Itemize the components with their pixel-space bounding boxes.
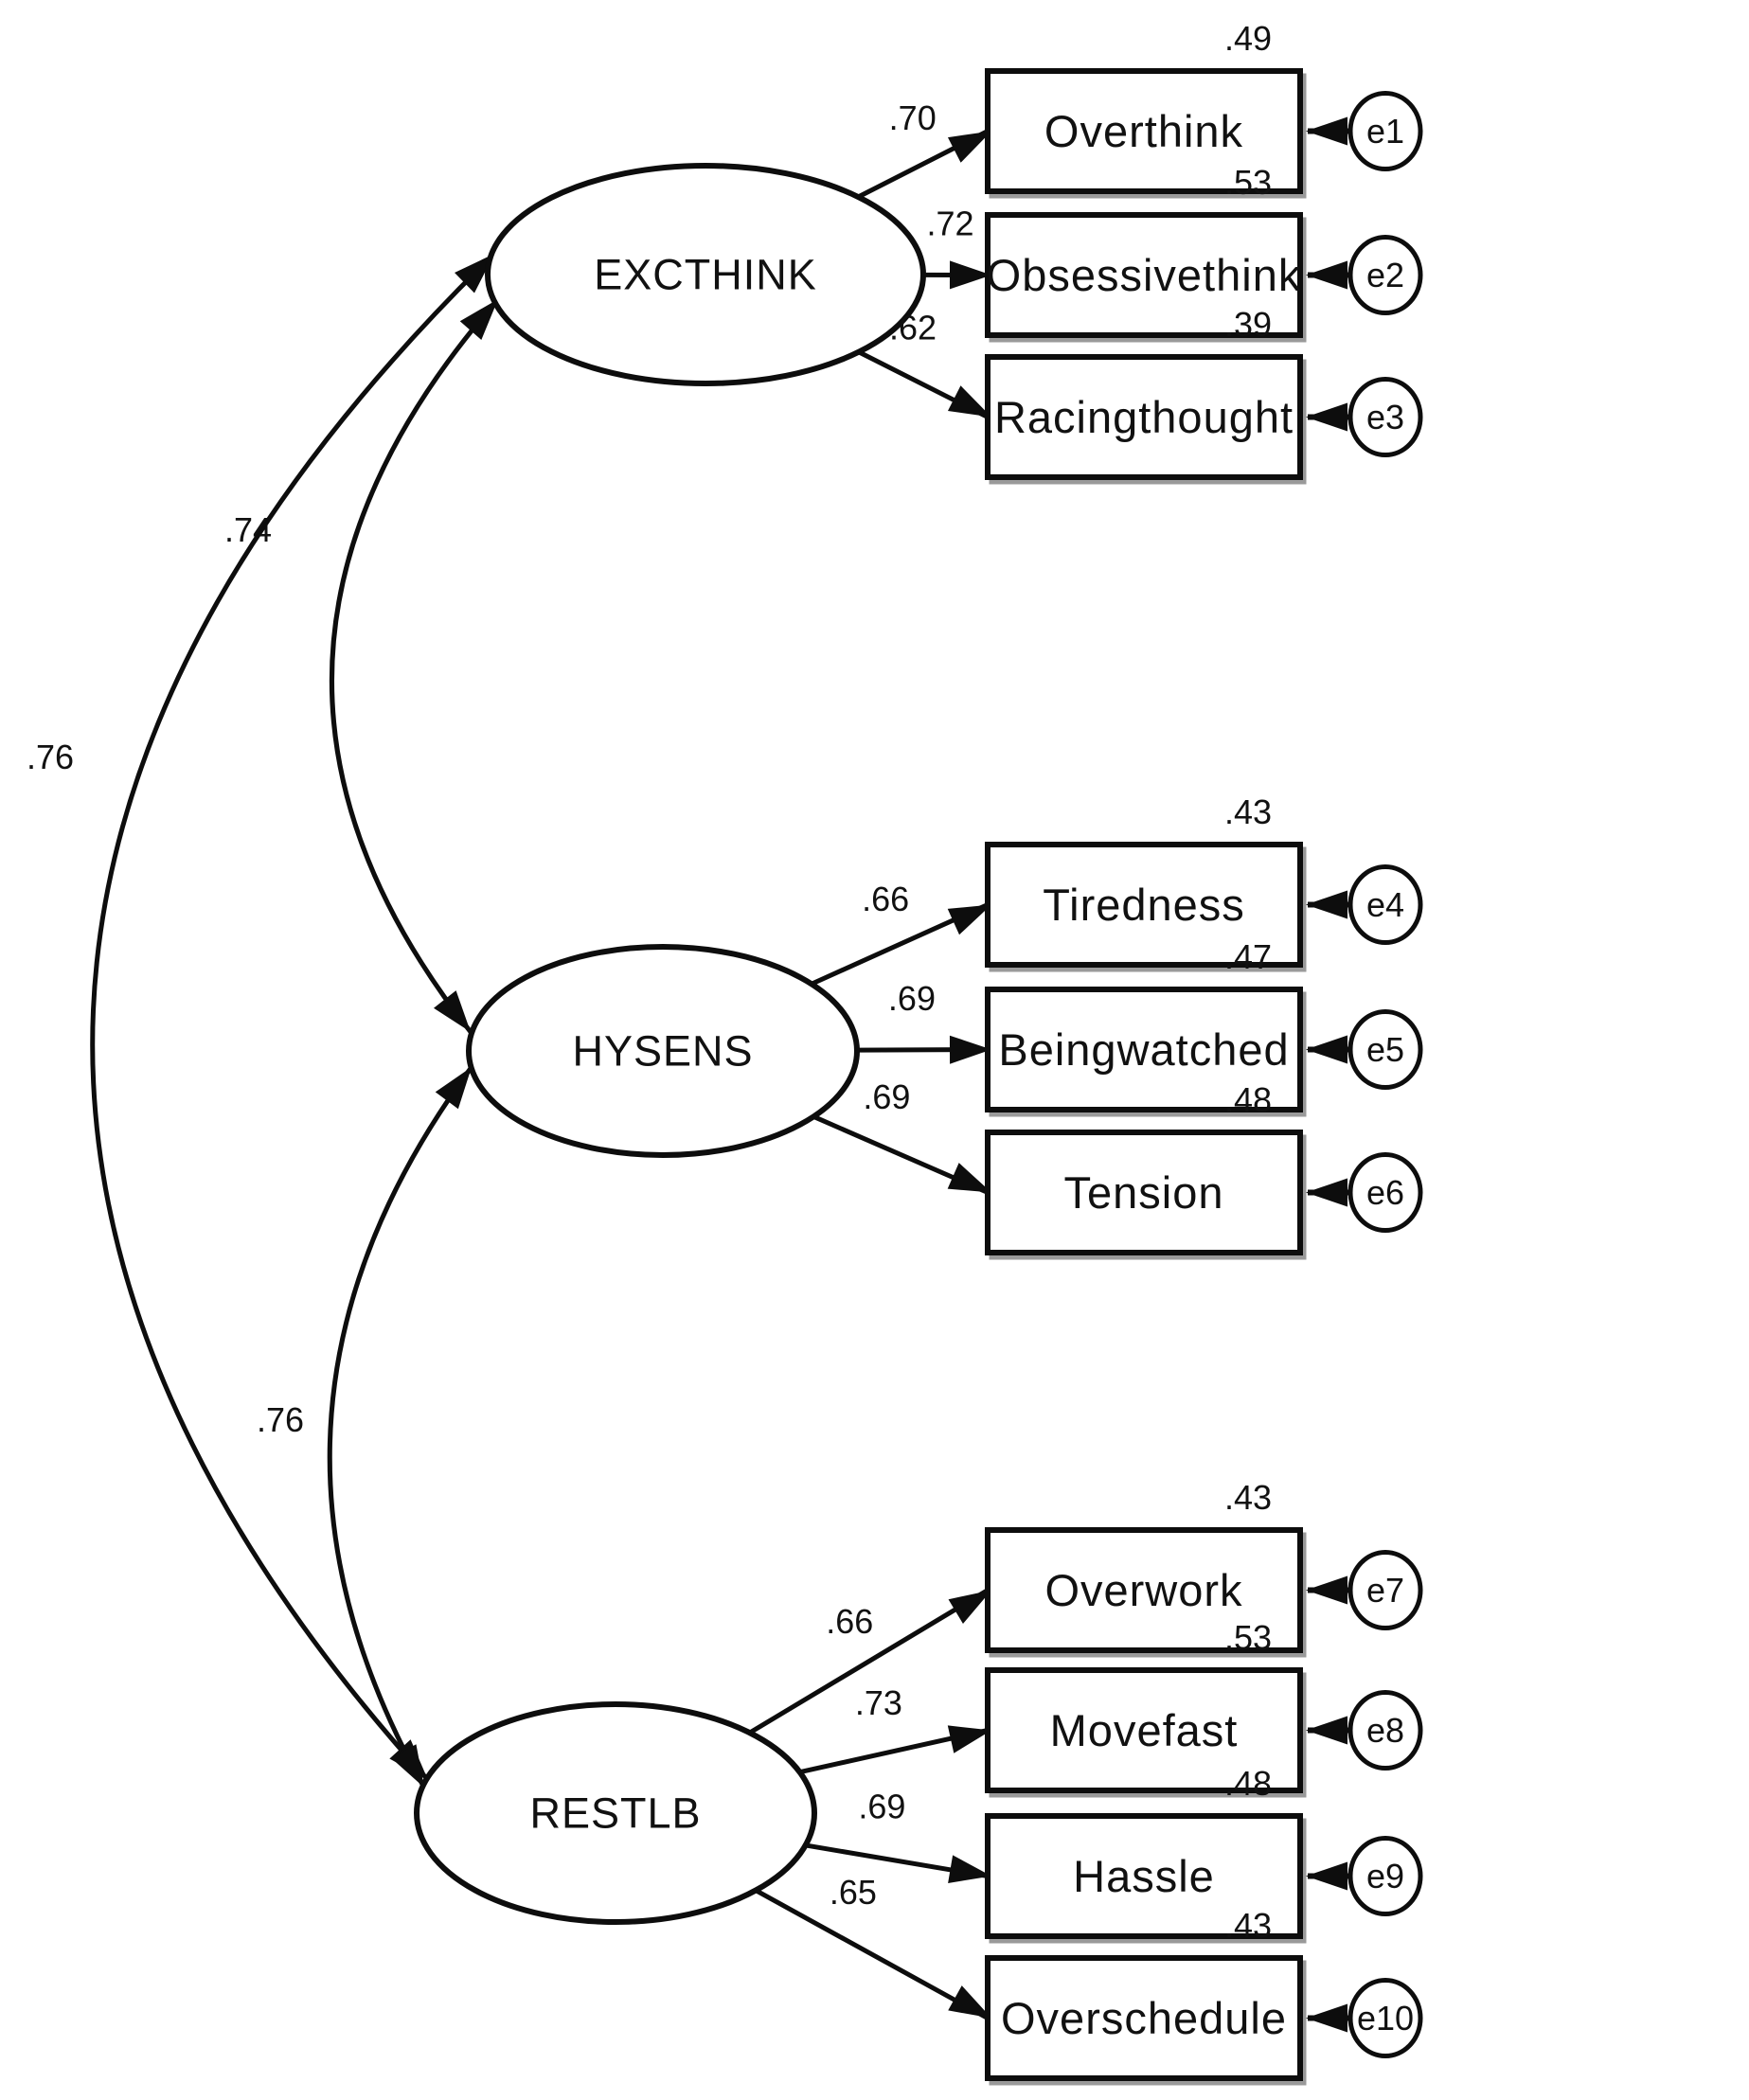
indicator-label: Overschedule bbox=[1001, 1993, 1287, 2043]
covariance-curve-EXCTHINK-HYSENS bbox=[329, 297, 500, 1034]
squared-multiple-correlation: .49 bbox=[1224, 19, 1272, 58]
error-term-label: e3 bbox=[1366, 398, 1404, 436]
squared-multiple-correlation: .53 bbox=[1224, 163, 1272, 202]
loading-value: .70 bbox=[889, 98, 937, 137]
error-term-label: e9 bbox=[1366, 1857, 1404, 1895]
error-term-label: e10 bbox=[1357, 1999, 1414, 2038]
error-term-label: e5 bbox=[1366, 1030, 1404, 1069]
error-term-circle-e6 bbox=[1347, 1152, 1423, 1233]
squared-multiple-correlation: .48 bbox=[1224, 1764, 1272, 1803]
error-term-label: e7 bbox=[1366, 1571, 1404, 1610]
loading-arrow bbox=[748, 1588, 990, 1735]
covariance-value: .76 bbox=[257, 1400, 304, 1439]
error-term-circle-e9 bbox=[1347, 1836, 1423, 1916]
loading-arrowhead bbox=[948, 1590, 991, 1624]
indicator-box-Tiredness bbox=[985, 842, 1303, 968]
squared-multiple-correlation: .39 bbox=[1224, 305, 1272, 344]
error-term-circle-e10 bbox=[1347, 1978, 1423, 2058]
loading-value: .66 bbox=[826, 1602, 873, 1641]
covariance-arrowhead bbox=[455, 254, 494, 294]
loading-arrow bbox=[754, 1888, 990, 2020]
error-arrowhead bbox=[1306, 116, 1347, 146]
indicator-label: Movefast bbox=[1050, 1705, 1239, 1755]
covariance-curve-HYSENS-RESTLB bbox=[327, 1065, 474, 1789]
error-term-label: e6 bbox=[1366, 1173, 1404, 1212]
indicator-box-Beingwatched bbox=[985, 987, 1303, 1112]
error-arrowhead bbox=[1306, 402, 1347, 432]
squared-multiple-correlation: .43 bbox=[1224, 792, 1272, 831]
loading-value: .69 bbox=[863, 1077, 910, 1116]
loading-arrowhead bbox=[948, 1985, 991, 2019]
covariance-arrowhead bbox=[433, 990, 471, 1032]
loading-value: .66 bbox=[862, 880, 909, 918]
error-arrowhead bbox=[1306, 1716, 1347, 1745]
indicator-box-Tension bbox=[985, 1130, 1303, 1255]
covariance-curve-EXCTHINK-RESTLB bbox=[90, 252, 496, 1782]
indicator-box-Movefast bbox=[985, 1667, 1303, 1793]
squared-multiple-correlation: .43 bbox=[1224, 1478, 1272, 1517]
indicator-label: Hassle bbox=[1073, 1851, 1215, 1901]
loading-value: .73 bbox=[855, 1683, 902, 1722]
indicator-box-Hassle bbox=[985, 1813, 1303, 1939]
covariance-arrowhead bbox=[459, 299, 498, 340]
latent-label: HYSENS bbox=[572, 1027, 753, 1076]
error-arrowhead bbox=[1306, 2003, 1347, 2033]
indicator-label: Obsessivethink bbox=[987, 250, 1302, 300]
error-arrowhead bbox=[1306, 1178, 1347, 1207]
loading-arrowhead bbox=[947, 904, 991, 935]
squared-multiple-correlation: .53 bbox=[1224, 1618, 1272, 1657]
indicator-box-Overwork bbox=[985, 1527, 1303, 1653]
error-term-circle-e7 bbox=[1347, 1550, 1423, 1630]
loading-value: .69 bbox=[858, 1788, 905, 1826]
loading-arrowhead bbox=[948, 1855, 991, 1883]
loading-arrowhead bbox=[947, 1725, 991, 1753]
indicator-box-Obsessivethink bbox=[985, 212, 1303, 338]
error-term-label: e4 bbox=[1366, 885, 1404, 924]
covariance-arrowhead bbox=[435, 1067, 472, 1110]
loading-arrowhead bbox=[949, 1035, 991, 1064]
error-term-circle-e2 bbox=[1347, 235, 1423, 315]
indicator-label: Racingthought bbox=[994, 392, 1294, 442]
error-term-label: e2 bbox=[1366, 256, 1404, 294]
error-arrowhead bbox=[1306, 1035, 1347, 1064]
indicator-box-Racingthought bbox=[985, 354, 1303, 480]
error-term-circle-e8 bbox=[1347, 1690, 1423, 1771]
error-arrowhead bbox=[1306, 1575, 1347, 1605]
indicator-box-Overthink bbox=[985, 68, 1303, 194]
loading-value: .62 bbox=[889, 309, 937, 347]
error-term-circle-e1 bbox=[1347, 91, 1423, 171]
covariance-value: .74 bbox=[224, 510, 272, 549]
indicator-label: Tension bbox=[1064, 1167, 1224, 1218]
error-arrowhead bbox=[1306, 890, 1347, 919]
loading-arrowhead bbox=[947, 131, 991, 163]
loading-value: .72 bbox=[927, 204, 974, 242]
loading-arrowhead bbox=[947, 385, 991, 418]
error-term-circle-e5 bbox=[1347, 1009, 1423, 1090]
error-term-circle-e3 bbox=[1347, 377, 1423, 457]
error-term-label: e8 bbox=[1366, 1711, 1404, 1750]
indicator-label: Overthink bbox=[1044, 106, 1243, 156]
loading-value: .65 bbox=[830, 1873, 877, 1912]
latent-ellipse-RESTLB bbox=[414, 1701, 817, 1925]
indicator-label: Beingwatched bbox=[998, 1024, 1289, 1075]
error-arrowhead bbox=[1306, 260, 1347, 290]
squared-multiple-correlation: .48 bbox=[1224, 1080, 1272, 1119]
squared-multiple-correlation: .47 bbox=[1224, 937, 1272, 976]
covariance-arrowhead bbox=[391, 1744, 424, 1788]
error-term-label: e1 bbox=[1366, 112, 1404, 151]
latent-label: EXCTHINK bbox=[594, 251, 817, 299]
error-term-circle-e4 bbox=[1347, 864, 1423, 945]
latent-label: RESTLB bbox=[529, 1789, 701, 1838]
squared-multiple-correlation: .43 bbox=[1224, 1906, 1272, 1945]
indicator-label: Overwork bbox=[1044, 1565, 1242, 1615]
loading-arrowhead bbox=[949, 260, 991, 290]
error-arrowhead bbox=[1306, 1861, 1347, 1891]
indicator-box-Overschedule bbox=[985, 1955, 1303, 2081]
loading-value: .69 bbox=[888, 979, 936, 1018]
covariance-value: .76 bbox=[27, 738, 74, 776]
indicator-label: Tiredness bbox=[1043, 880, 1245, 930]
loading-arrowhead bbox=[947, 1163, 991, 1193]
